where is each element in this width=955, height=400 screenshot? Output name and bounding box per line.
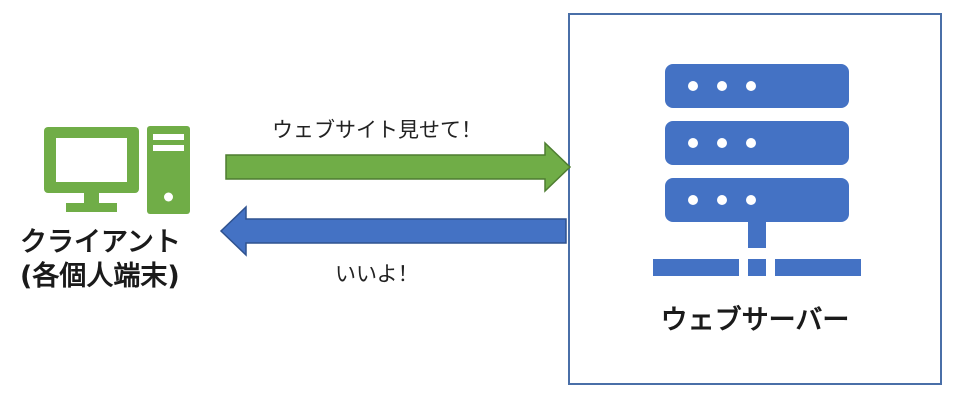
server-label: ウェブサーバー: [660, 305, 850, 336]
desktop-computer-icon: [44, 126, 190, 214]
server-box: [568, 13, 942, 385]
request-label: ウェブサイト見せて！: [272, 118, 482, 142]
server-rack-icon: [653, 64, 861, 276]
client-label: クライアント (各個人端末): [20, 226, 220, 294]
client-label-line2: (各個人端末): [20, 261, 180, 292]
request-arrow: [225, 141, 572, 193]
client-label-line1: クライアント: [20, 227, 181, 258]
response-label: いいよ！: [335, 262, 419, 286]
response-arrow: [219, 205, 567, 257]
